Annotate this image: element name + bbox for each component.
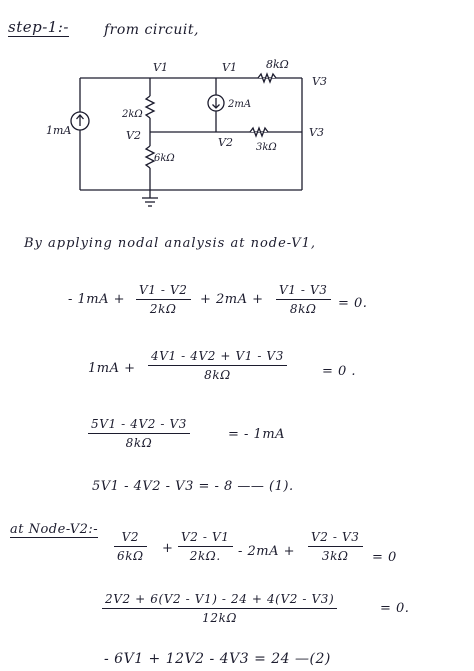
n1-eq1-mid: + 2mA + — [200, 292, 264, 307]
intro-text: from circuit, — [104, 22, 199, 38]
n2-eq1-frac3-num: V2 - V3 — [311, 530, 360, 544]
n1-eq1-frac1-den: 2kΩ — [149, 302, 177, 316]
n2-eq2-num: 2V2 + 6(V2 - V1) - 24 + 4(V2 - V3) — [105, 592, 335, 606]
n1-eq3-den: 8kΩ — [125, 436, 153, 450]
label-v2-left: V2 — [126, 129, 141, 142]
n2-eq3: - 6V1 + 12V2 - 4V3 = 24 —(2) — [104, 651, 331, 667]
n1-eq1-frac2-num: V1 - V3 — [279, 283, 328, 297]
resistor-8k — [257, 72, 277, 84]
n2-eq1-frac2-den: 2kΩ. — [189, 549, 221, 563]
n1-eq2-num: 4V1 - 4V2 + V1 - V3 — [151, 349, 284, 363]
label-3k: 3kΩ — [256, 142, 277, 153]
n1-eq1-frac1-num: V1 - V2 — [139, 283, 188, 297]
n1-eq3-rhs: = - 1mA — [228, 427, 286, 442]
n1-eq2-frac: 4V1 - 4V2 + V1 - V3 8kΩ — [148, 349, 287, 382]
node2-heading: at Node-V2:- — [10, 522, 99, 538]
n1-eq1-rhs: = 0. — [338, 296, 368, 311]
circuit-diagram: V1 V1 8kΩ V3 2kΩ 2mA 1mA V2 V2 3kΩ V3 6k… — [46, 58, 327, 207]
n1-eq2-lead: 1mA + — [88, 361, 136, 376]
n1-eq1-frac2-den: 8kΩ — [289, 302, 317, 316]
label-2ma: 2mA — [227, 99, 251, 110]
label-v2-mid: V2 — [218, 136, 233, 149]
n2-eq1-mid: - 2mA + — [238, 544, 296, 559]
resistor-2k — [144, 95, 156, 119]
label-1ma: 1mA — [46, 124, 71, 137]
n2-eq1-frac2-num: V2 - V1 — [181, 530, 230, 544]
label-v1-left: V1 — [153, 61, 168, 74]
n1-eq2-rhs: = 0 . — [322, 364, 357, 379]
resistor-3k — [249, 126, 269, 138]
n2-eq2-frac: 2V2 + 6(V2 - V1) - 24 + 4(V2 - V3) 12kΩ — [102, 592, 338, 625]
n2-eq1-frac3-den: 3kΩ — [321, 549, 349, 563]
n1-eq1-frac2: V1 - V3 8kΩ — [276, 283, 331, 316]
n2-eq1-plus: + — [162, 541, 174, 556]
n2-eq1-frac1-den: 6kΩ — [117, 549, 144, 563]
label-2k: 2kΩ — [121, 109, 143, 120]
n2-eq1-rhs: = 0 — [372, 550, 397, 565]
label-v1-right: V1 — [222, 61, 237, 74]
n2-eq1-frac3: V2 - V3 3kΩ — [308, 530, 363, 563]
n2-eq2-rhs: = 0. — [380, 601, 410, 616]
n2-eq1-frac1: V2 6kΩ — [114, 530, 147, 563]
n1-eq1-frac1: V1 - V2 2kΩ — [136, 283, 191, 316]
n1-eq3-num: 5V1 - 4V2 - V3 — [91, 417, 187, 431]
label-6k: 6kΩ — [154, 153, 175, 164]
n1-eq3-frac: 5V1 - 4V2 - V3 8kΩ — [88, 417, 190, 450]
label-v3-top: V3 — [312, 75, 327, 88]
n2-eq1-frac2: V2 - V1 2kΩ. — [178, 530, 233, 563]
n2-eq2-den: 12kΩ — [202, 611, 238, 625]
n1-eq4: 5V1 - 4V2 - V3 = - 8 —— (1). — [92, 479, 294, 494]
label-8k: 8kΩ — [266, 58, 289, 71]
n1-eq2-den: 8kΩ — [204, 368, 231, 382]
n1-eq1-lead: - 1mA + — [68, 292, 126, 307]
label-v3-mid: V3 — [309, 126, 324, 139]
node1-heading: By applying nodal analysis at node-V1, — [24, 236, 317, 251]
n2-eq1-frac1-num: V2 — [121, 530, 140, 544]
step-heading: step-1:- — [8, 18, 69, 37]
resistor-6k — [144, 145, 156, 169]
